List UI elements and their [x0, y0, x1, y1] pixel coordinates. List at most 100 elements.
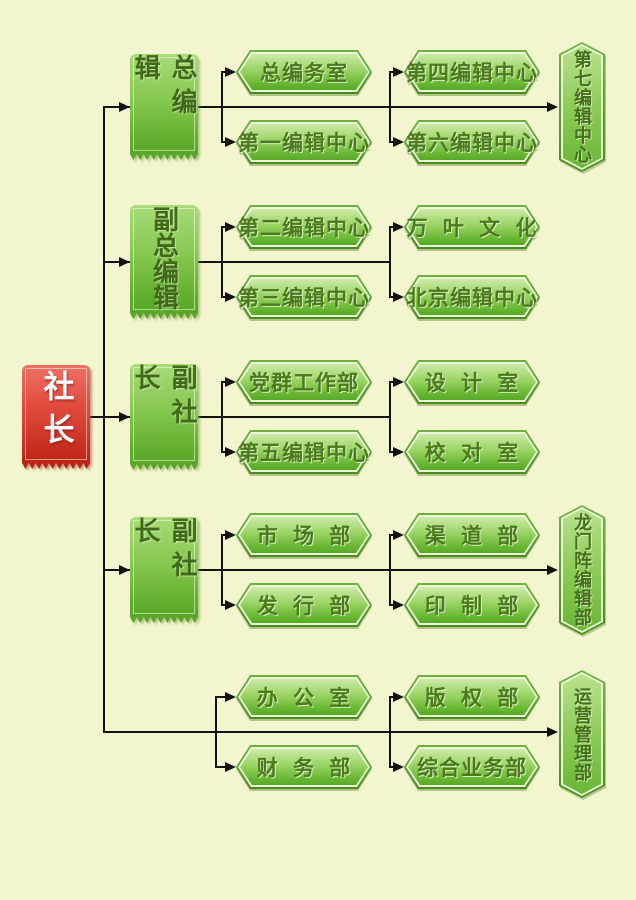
ribbon-inner-stroke — [133, 57, 195, 151]
dept-label: 总编务室 — [260, 61, 348, 85]
arrow-right-icon — [547, 102, 558, 112]
root-node-president: 社长 — [22, 365, 90, 469]
dept-label: 设 计 室 — [424, 371, 520, 395]
arrow-right-icon — [393, 447, 404, 457]
arrow-right-icon — [393, 137, 404, 147]
ribbon-inner-stroke — [133, 367, 195, 461]
arrow-right-icon — [547, 565, 558, 575]
ribbon-inner-stroke — [133, 208, 195, 310]
dept-node: 综合业务部 — [404, 745, 540, 789]
dept-banner-node: 第七编辑中心 — [559, 42, 605, 172]
leader-ribbon-deputy-chief-editor: 副总编辑 — [130, 205, 198, 319]
arrow-right-icon — [393, 377, 404, 387]
arrow-right-icon — [393, 530, 404, 540]
arrow-right-icon — [225, 447, 236, 457]
arrow-right-icon — [119, 257, 130, 267]
arrow-right-icon — [393, 600, 404, 610]
ribbon-shape — [130, 364, 198, 470]
dept-label: 北京编辑中心 — [406, 286, 538, 310]
connector-line — [221, 381, 223, 453]
dept-node: 党群工作部 — [236, 360, 372, 404]
arrow-right-icon — [225, 600, 236, 610]
connector-line — [221, 534, 223, 606]
leader-label: 副社长 — [131, 364, 197, 432]
dept-node: 市 场 部 — [236, 513, 372, 557]
arrow-right-icon — [393, 762, 404, 772]
dept-label: 第六编辑中心 — [406, 131, 538, 155]
dept-label: 版 权 部 — [424, 686, 520, 710]
ribbon-shape — [130, 54, 198, 160]
dept-node: 版 权 部 — [404, 675, 540, 719]
dept-label: 万 叶 文 化 — [406, 216, 538, 240]
connector-line — [215, 766, 229, 768]
dept-label: 综合业务部 — [417, 756, 527, 780]
dept-label: 第七编辑中心 — [572, 50, 592, 164]
dept-node: 渠 道 部 — [404, 513, 540, 557]
connector-line — [389, 381, 391, 453]
arrow-right-icon — [547, 727, 558, 737]
dept-node: 发 行 部 — [236, 583, 372, 627]
connector-line — [104, 731, 548, 733]
arrow-right-icon — [225, 222, 236, 232]
ribbon-shape — [130, 205, 198, 319]
dept-node: 财 务 部 — [236, 745, 372, 789]
arrow-right-icon — [119, 565, 130, 575]
connector-line — [389, 71, 391, 143]
dept-node: 北京编辑中心 — [404, 275, 540, 319]
dept-label: 市 场 部 — [256, 524, 352, 548]
dept-label: 财 务 部 — [256, 756, 352, 780]
arrow-right-icon — [119, 102, 130, 112]
dept-node: 办 公 室 — [236, 675, 372, 719]
leader-ribbon-vice-president-2: 副社长 — [130, 517, 198, 623]
connector-trunk-line — [103, 106, 105, 733]
dept-label: 印 制 部 — [424, 594, 520, 618]
dept-node: 总编务室 — [236, 50, 372, 94]
leader-label: 副社长 — [131, 517, 197, 585]
connector-line — [221, 226, 223, 298]
dept-node: 设 计 室 — [404, 360, 540, 404]
dept-node: 第六编辑中心 — [404, 120, 540, 164]
dept-label: 校 对 室 — [424, 441, 520, 465]
connector-line — [104, 261, 391, 263]
dept-label: 渠 道 部 — [424, 524, 520, 548]
dept-label: 龙门阵编辑部 — [572, 513, 592, 627]
dept-node: 第五编辑中心 — [236, 430, 372, 474]
leader-ribbon-vice-president-1: 副社长 — [130, 364, 198, 470]
dept-banner-node: 龙门阵编辑部 — [559, 505, 605, 635]
dept-label: 党群工作部 — [249, 371, 359, 395]
arrow-right-icon — [393, 222, 404, 232]
leader-label: 副总编辑 — [149, 206, 179, 310]
dept-node: 第一编辑中心 — [236, 120, 372, 164]
dept-label: 第一编辑中心 — [238, 131, 370, 155]
dept-node: 印 制 部 — [404, 583, 540, 627]
connector-line — [389, 226, 391, 298]
dept-node: 第三编辑中心 — [236, 275, 372, 319]
dept-label: 第二编辑中心 — [238, 216, 370, 240]
dept-label: 第四编辑中心 — [406, 61, 538, 85]
dept-label: 发 行 部 — [256, 594, 352, 618]
ribbon-shape — [22, 365, 90, 469]
arrow-right-icon — [225, 67, 236, 77]
leader-label: 总编辑 — [131, 54, 197, 122]
dept-node: 校 对 室 — [404, 430, 540, 474]
dept-label: 第五编辑中心 — [238, 441, 370, 465]
connector-line — [215, 696, 229, 698]
dept-banner-node: 运营管理部 — [559, 670, 605, 798]
root-label: 社长 — [38, 370, 74, 456]
arrow-right-icon — [225, 377, 236, 387]
arrow-right-icon — [393, 292, 404, 302]
connector-line — [389, 696, 391, 768]
ribbon-inner-stroke — [25, 368, 87, 460]
arrow-right-icon — [393, 692, 404, 702]
dept-label: 办 公 室 — [256, 686, 352, 710]
ribbon-shape — [130, 517, 198, 623]
dept-node: 第四编辑中心 — [404, 50, 540, 94]
ribbon-inner-stroke — [133, 520, 195, 614]
arrow-right-icon — [225, 762, 236, 772]
arrow-right-icon — [119, 412, 130, 422]
connector-line — [389, 534, 391, 606]
connector-line — [104, 106, 548, 108]
arrow-right-icon — [225, 692, 236, 702]
connector-line — [90, 416, 391, 418]
